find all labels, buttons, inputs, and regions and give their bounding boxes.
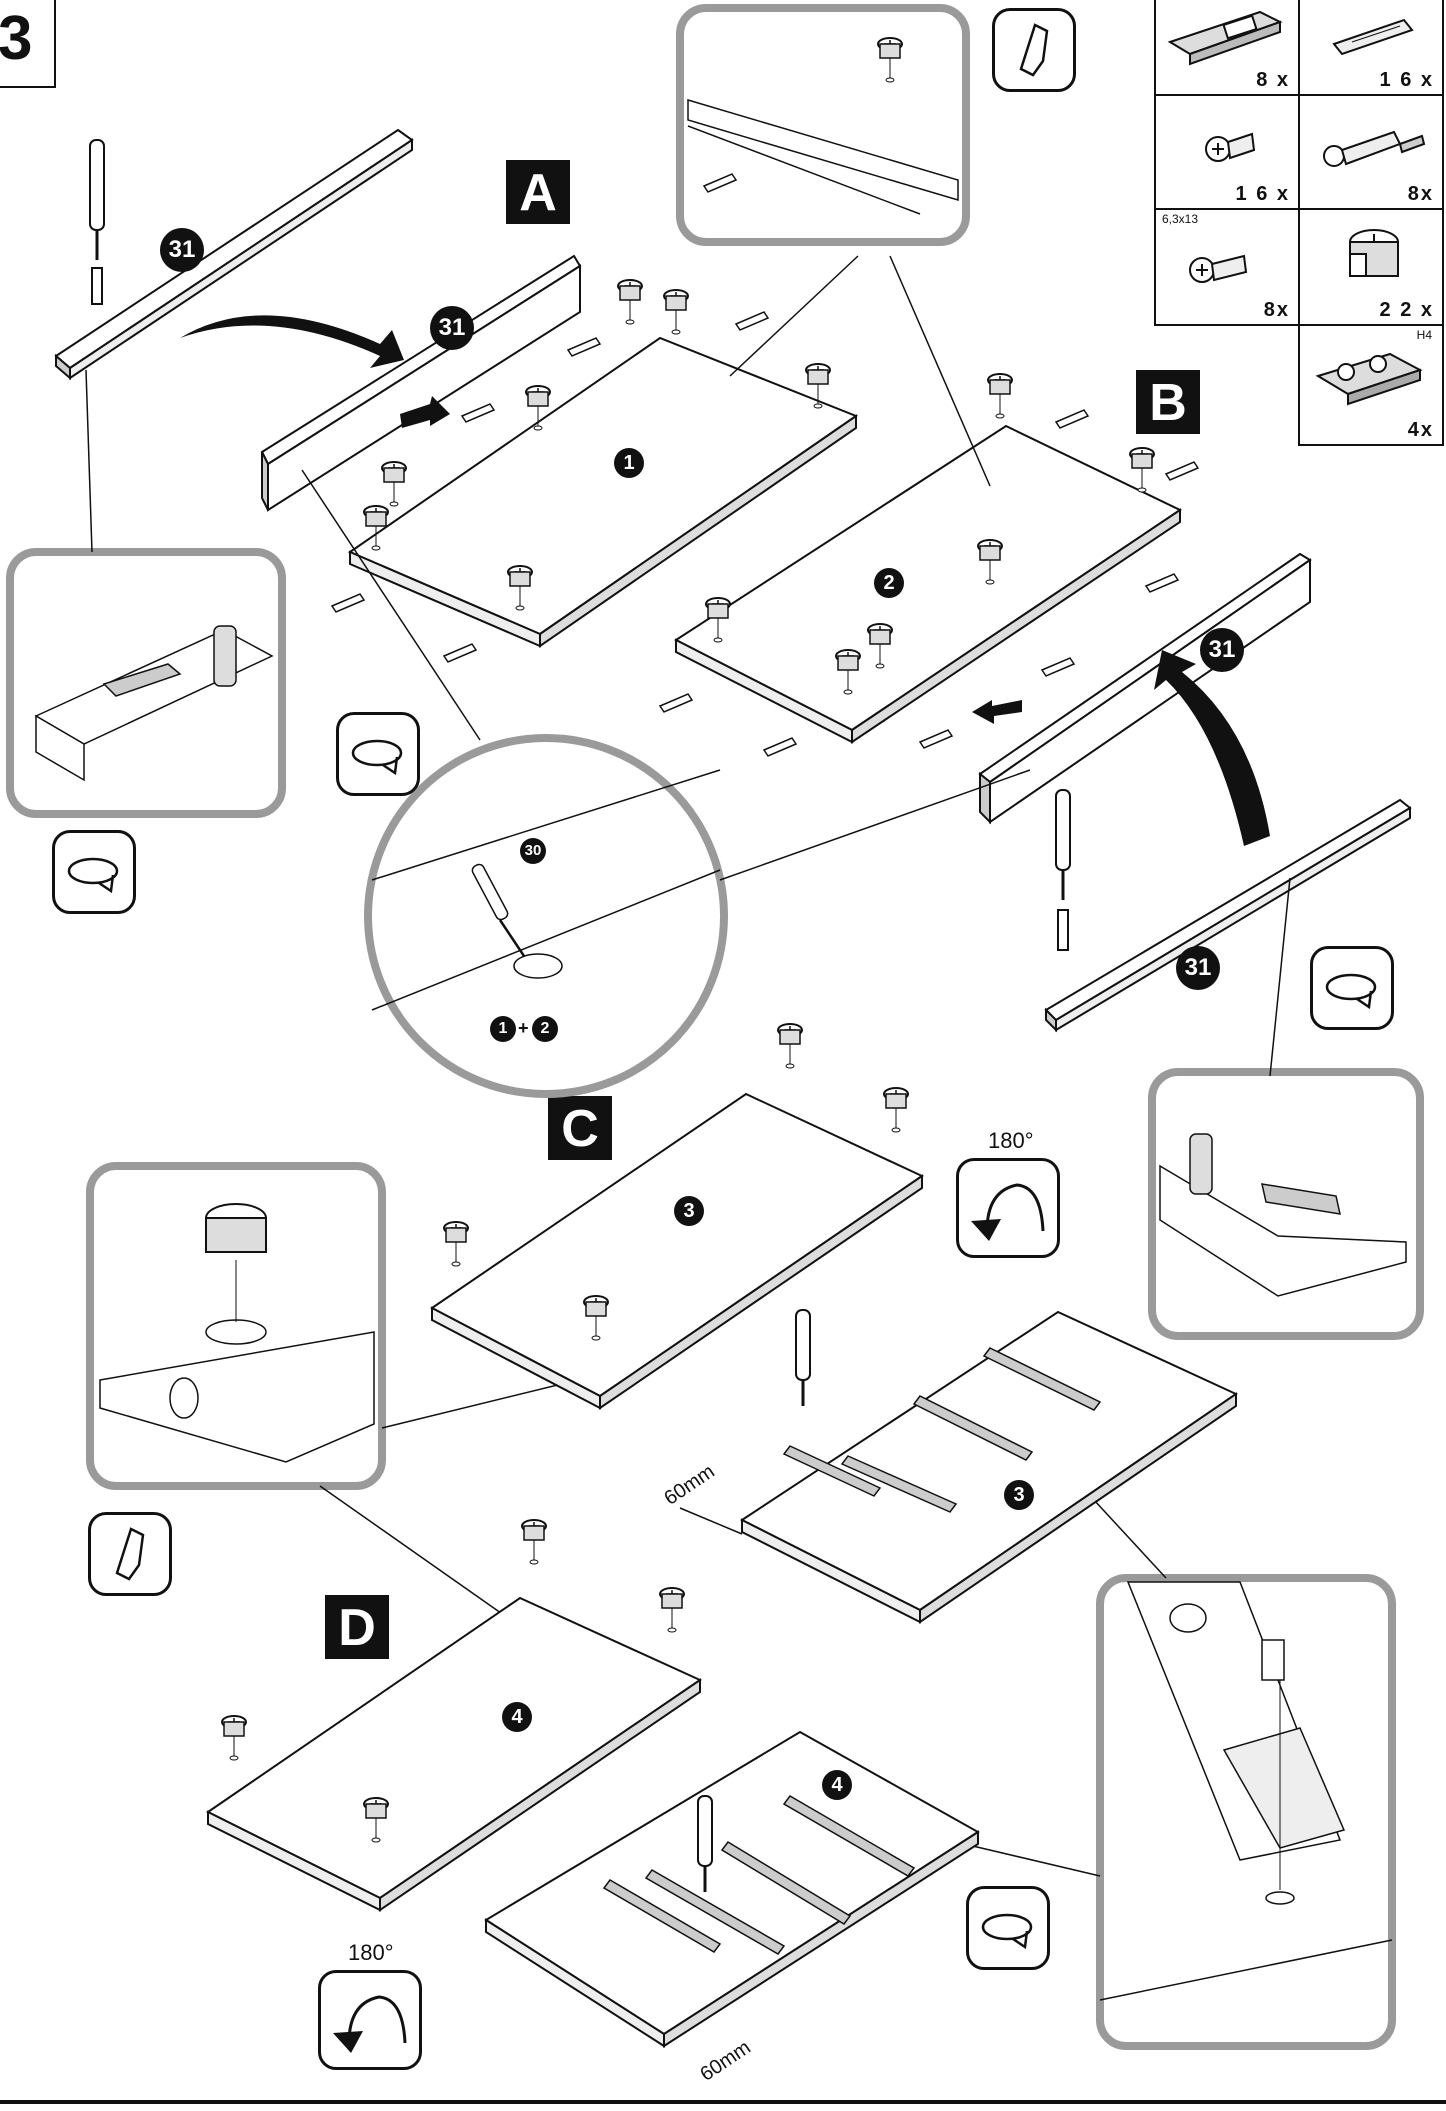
section-label-b: B [1136,370,1200,434]
step-number-box: 3 [0,0,56,88]
size-flange-screw: 6,3x13 [1162,212,1199,226]
qty-screw-short: 1 6 x [1235,183,1290,205]
qty-hinge-plate: 4x [1407,419,1434,441]
panel-4-top [206,1519,703,1912]
rotate-icon-right [1310,946,1394,1030]
part-cell-wooden-dowel: 1 6 x [1298,0,1444,96]
panel-3-runner [679,1309,1239,1624]
detail-frame-top [676,4,970,246]
rotation-label-d: 180° [348,1940,394,1965]
part-ref-31-top-left: 31 [160,228,204,272]
combo-first: 1 [490,1016,516,1042]
panel-number-3-runner: 3 [1004,1480,1034,1510]
combo-second: 2 [532,1016,558,1042]
side-panel-bottom-right [1044,789,1412,1033]
rotation-label-c: 180° [988,1128,1034,1153]
rotate-icon-bottom-right [966,1886,1050,1970]
flip-icon-top [992,8,1076,92]
arrow-left-icon [972,700,1022,724]
part-cell-drawer-runner: 8 x [1154,0,1300,96]
dowel-icon [1332,18,1414,56]
panel-number-3: 3 [674,1196,704,1226]
part-ref-31-right: 31 [1200,628,1244,672]
code-hinge-plate: H4 [1416,328,1432,342]
section-label-c: C [548,1096,612,1160]
cam-bolt-icon [1323,130,1426,167]
rotate-icon-left [336,712,420,796]
qty-drawer-runner: 8 x [1256,69,1290,91]
panel-2 [659,373,1199,757]
rotate-180-icon-c [956,1158,1060,1258]
qty-cam-bolt: 8x [1407,183,1434,205]
curved-arrow-left-icon [180,315,404,368]
combo-plus: + [518,1018,529,1038]
side-panel-right [978,552,1312,825]
panel-number-4-runner: 4 [822,1770,852,1800]
qty-wooden-dowel: 1 6 x [1379,69,1434,91]
flip-icon-bottom [88,1512,172,1596]
panel-number-2: 2 [874,568,904,598]
screw-icon [1205,132,1256,162]
side-panel-top-left [54,128,414,381]
cam-lock-icon [1349,229,1399,277]
step-number: 3 [0,4,33,73]
rotate-180-icon-d [318,1970,422,2070]
panel-number-1: 1 [614,448,644,478]
zoom-circle [364,734,728,1098]
section-label-d: D [325,1595,389,1659]
part-cell-cam-bolt: 8x [1298,94,1444,210]
part-cell-cam-lock: 2 2 x [1298,208,1444,326]
curved-arrow-right-icon [1154,650,1270,846]
section-label-a: A [506,160,570,224]
part-ref-31-bottom: 31 [1176,946,1220,990]
part-cell-hinge-plate: H4 4x [1298,324,1444,446]
panel-3-top [430,1023,925,1410]
qty-cam-lock: 2 2 x [1379,299,1434,321]
bottom-rule [0,2100,1446,2104]
arrow-right-icon [400,396,450,428]
part-cell-flange-screw: 6,3x13 8x [1154,208,1300,326]
panel-number-4: 4 [502,1702,532,1732]
combo-label: 1 + 2 [490,1016,570,1046]
drawer-runner-icon [1167,10,1283,66]
panel-4-runner [484,1730,980,2048]
part-ref-31-back: 31 [430,306,474,350]
part-cell-screw-short: 1 6 x [1154,94,1300,210]
part-ref-30: 30 [520,838,546,864]
flange-screw-icon [1189,254,1248,283]
hinge-plate-icon [1315,352,1423,406]
panel-1 [331,279,859,663]
rotate-icon-far-left [52,830,136,914]
qty-flange-screw: 8x [1263,299,1290,321]
